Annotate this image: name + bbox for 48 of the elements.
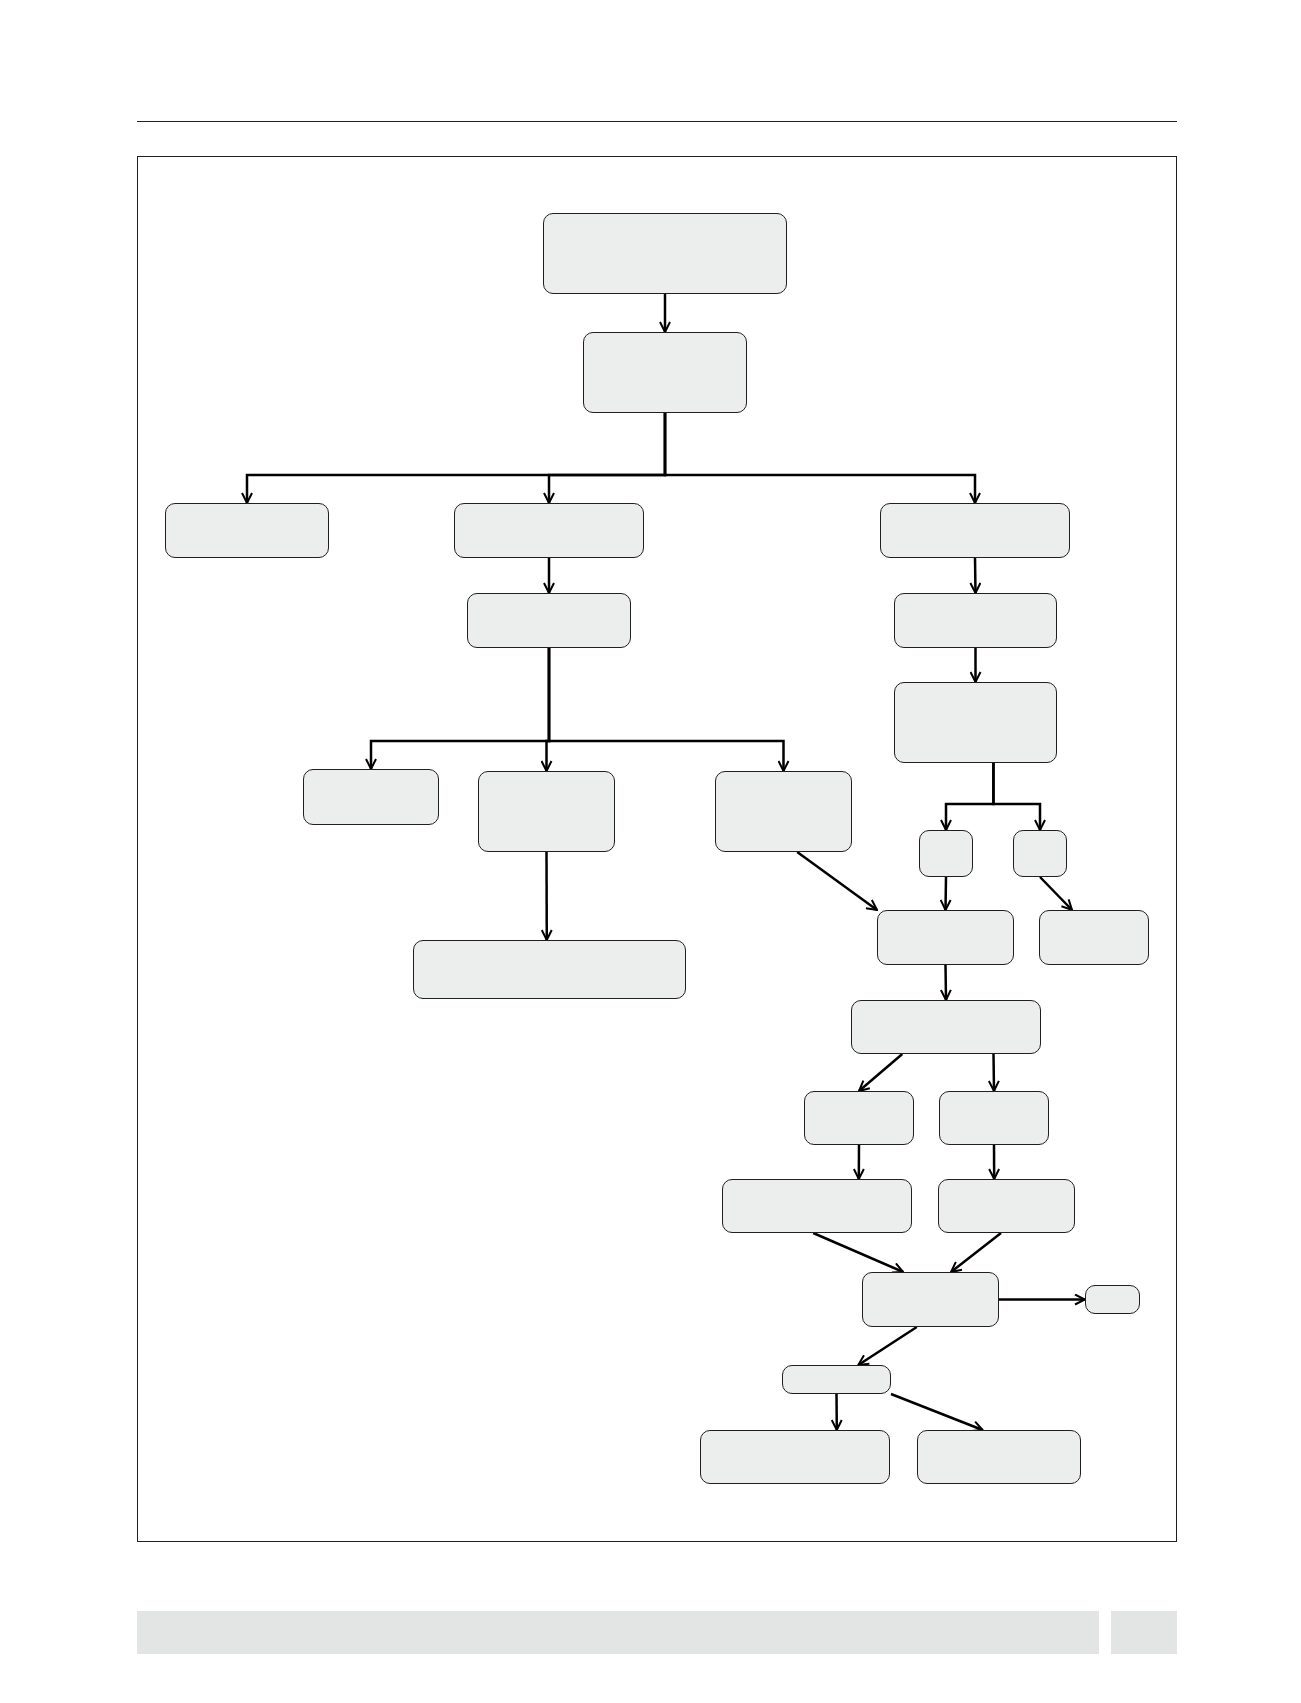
process-box (478, 771, 615, 852)
process-box (1085, 1285, 1140, 1314)
arrow (830, 1394, 843, 1431)
arrow (858, 1053, 904, 1092)
arrow (543, 558, 555, 594)
process-box (877, 910, 1014, 965)
process-box (467, 593, 631, 648)
arrow (939, 877, 952, 911)
process-box (939, 1091, 1049, 1145)
arrow (950, 1232, 1002, 1273)
arrow (659, 294, 671, 333)
process-box (782, 1365, 891, 1394)
arrow (890, 1392, 984, 1432)
arrow (540, 852, 553, 941)
process-box (715, 771, 852, 852)
arrow (852, 1145, 865, 1180)
arrow (663, 413, 981, 504)
arrow (939, 965, 952, 1001)
arrow (999, 1293, 1086, 1306)
process-box (851, 1000, 1041, 1054)
process-box (862, 1272, 999, 1327)
arrow (992, 763, 1046, 831)
process-box (700, 1430, 890, 1484)
process-box (1013, 830, 1067, 877)
arrow (969, 648, 982, 683)
arrow (857, 1325, 918, 1367)
process-box (1039, 910, 1149, 965)
process-box (413, 940, 686, 999)
process-box (165, 503, 329, 558)
process-box (583, 332, 747, 413)
process-box (919, 830, 973, 877)
process-box (722, 1179, 912, 1233)
arrow (547, 648, 790, 772)
process-box (894, 593, 1057, 648)
process-box (938, 1179, 1075, 1233)
arrow (796, 851, 878, 911)
arrow (988, 1145, 1001, 1180)
process-box (454, 503, 644, 558)
process-box (880, 503, 1070, 558)
process-box (303, 769, 439, 825)
process-box (804, 1091, 914, 1145)
process-box (894, 682, 1057, 763)
process-box (543, 213, 787, 294)
process-box (917, 1430, 1081, 1484)
arrow (969, 558, 982, 594)
arrow (987, 1054, 1000, 1092)
arrow (812, 1231, 905, 1274)
arrow (1039, 876, 1073, 911)
